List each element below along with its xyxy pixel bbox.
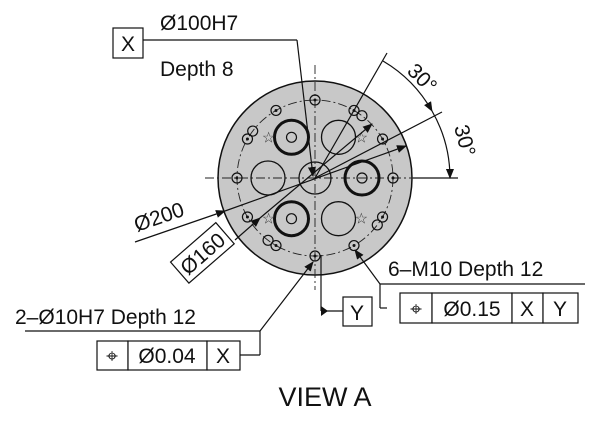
outer-diameter: Ø200: [131, 198, 187, 236]
small-hole: [270, 239, 282, 252]
pin-holes-label: 2–Ø10H7 Depth 12: [15, 306, 196, 329]
hole-center: [313, 254, 317, 258]
diameter-dimensions: Ø200 Ø160: [131, 123, 407, 284]
small-hole: [241, 133, 254, 145]
threaded-holes-callout: 6–M10 Depth 12 ⌖ Ø0.15 X Y: [354, 249, 585, 324]
datum-ref-1: X: [520, 298, 534, 321]
hole-center: [352, 244, 356, 248]
datum-x-box: [112, 27, 144, 59]
datum-ref-1: X: [216, 345, 230, 368]
small-hole: [348, 104, 360, 117]
star-icon: ☆: [355, 130, 368, 147]
view-title: VIEW A: [278, 382, 371, 412]
pin-bore: [343, 159, 381, 197]
small-hole: [376, 133, 389, 145]
hole-center: [235, 176, 239, 180]
small-hole: [371, 219, 383, 231]
datum-y: Y: [320, 255, 373, 327]
pin-bore: [273, 200, 310, 238]
pin-hole: [356, 172, 368, 184]
large-bores: [250, 118, 381, 238]
small-hole: [262, 234, 274, 246]
bolt-circle-box: [169, 221, 236, 284]
small-hole: [270, 104, 282, 117]
hole-center: [381, 215, 385, 219]
bore-depth: Depth 8: [160, 58, 234, 81]
hole-center: [274, 108, 278, 112]
datum-y-label: Y: [350, 302, 364, 325]
star-icon: ☆: [262, 130, 275, 147]
position-symbol: ⌖: [106, 345, 118, 368]
bore: [320, 201, 357, 237]
pin-holes-callout: 2–Ø10H7 Depth 12 ⌖ Ø0.04 X: [15, 261, 314, 371]
small-hole: [231, 172, 243, 184]
hole-center: [274, 244, 278, 248]
pin-hole: [285, 213, 298, 225]
small-hole: [309, 94, 321, 106]
small-hole: [241, 211, 254, 223]
hole-center: [313, 98, 317, 102]
datum-y-box: [342, 296, 373, 327]
angle-label-2: 30°: [449, 122, 479, 159]
hole-center: [245, 215, 249, 219]
small-hole: [376, 211, 389, 223]
position-symbol: ⌖: [410, 298, 422, 321]
hole-center: [381, 137, 385, 141]
star-marks: ☆ ☆ ☆ ☆: [262, 130, 368, 228]
small-hole: [348, 239, 360, 252]
pin-hole: [285, 131, 298, 143]
star-icon: ☆: [355, 210, 368, 227]
hole-center: [245, 137, 249, 141]
tolerance: Ø0.04: [138, 345, 196, 368]
bore-callout: X Ø100H7 Depth 8: [112, 12, 316, 177]
star-icon: ☆: [262, 210, 275, 227]
hole-center: [391, 176, 395, 180]
center-bore: [298, 161, 332, 195]
threaded-holes-label: 6–M10 Depth 12: [388, 258, 543, 281]
datum-x-label: X: [121, 33, 135, 56]
angle-label-1: 30°: [402, 59, 441, 98]
tolerance: Ø0.15: [443, 298, 500, 321]
small-hole: [356, 110, 368, 122]
bore-diameter: Ø100H7: [160, 12, 238, 35]
small-hole: [247, 125, 259, 137]
small-hole: [387, 172, 399, 184]
small-hole: [309, 250, 321, 262]
small-holes: [231, 94, 399, 262]
datum-ref-2: Y: [553, 298, 567, 321]
